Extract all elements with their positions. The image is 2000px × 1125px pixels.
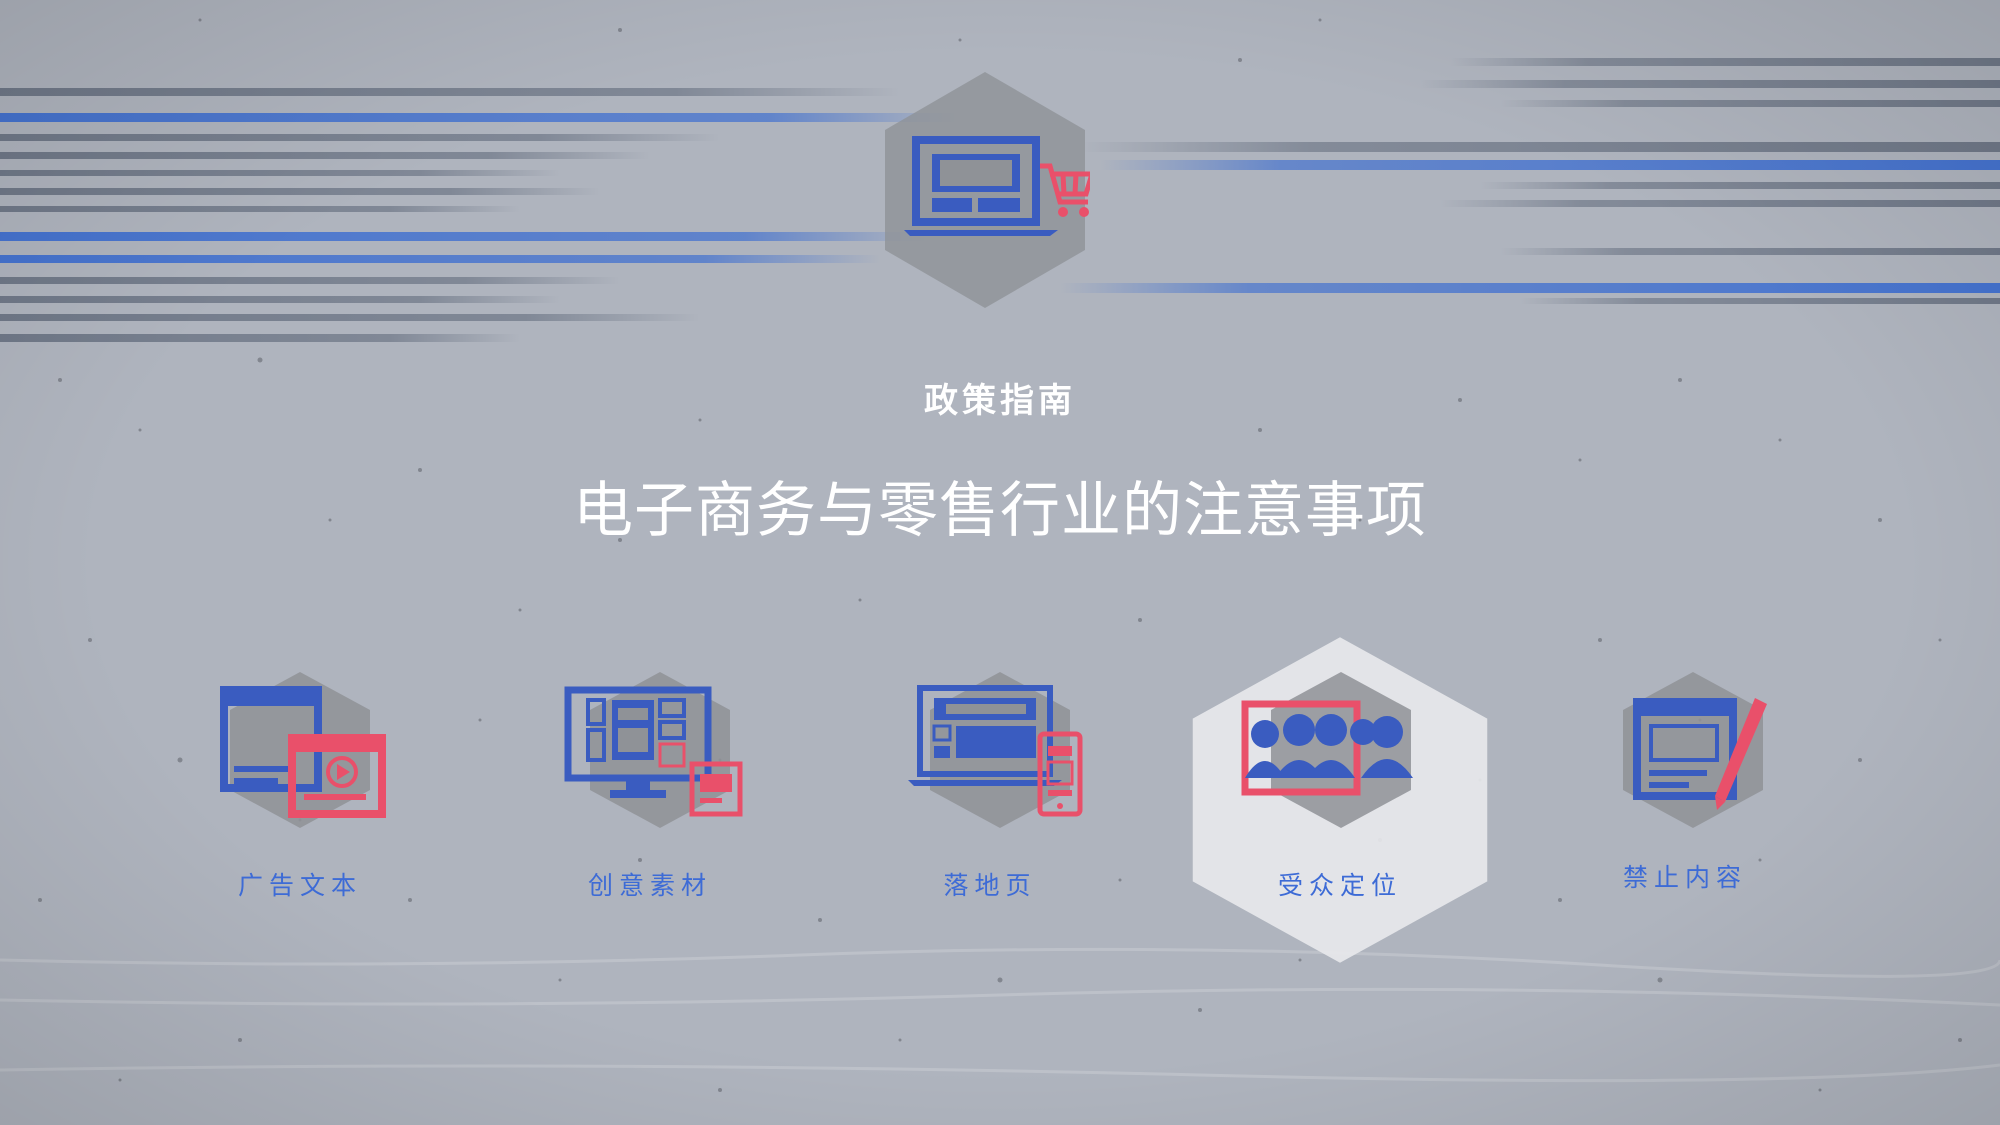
nav-item-ad-text[interactable]: 广告文本 <box>140 660 460 1000</box>
eyebrow-title: 政策指南 <box>924 381 1076 421</box>
nav-label: 创意素材 <box>587 871 712 900</box>
hero-hexagon <box>880 70 1096 310</box>
nav-item-creative[interactable]: 创意素材 <box>490 660 810 1000</box>
ad-text-video-icon <box>220 686 386 818</box>
nav-label: 落地页 <box>943 871 1037 900</box>
nav-label: 禁止内容 <box>1622 863 1747 892</box>
creative-monitor-icon <box>564 686 743 817</box>
nav-item-landing-page[interactable]: 落地页 <box>830 660 1150 1000</box>
nav-item-audience[interactable]: 受众定位 <box>1185 630 1505 970</box>
landing-page-laptop-phone-icon <box>908 685 1083 817</box>
prohibited-content-edit-icon <box>1633 698 1767 810</box>
nav-item-prohibited-content[interactable]: 禁止内容 <box>1525 660 1845 1000</box>
audience-people-icon <box>1241 700 1413 796</box>
nav-label: 受众定位 <box>1277 871 1402 900</box>
laptop-shopping-cart-icon <box>885 72 1096 308</box>
page-title: 电子商务与零售行业的注意事项 <box>573 476 1427 546</box>
nav-label: 广告文本 <box>237 871 362 900</box>
